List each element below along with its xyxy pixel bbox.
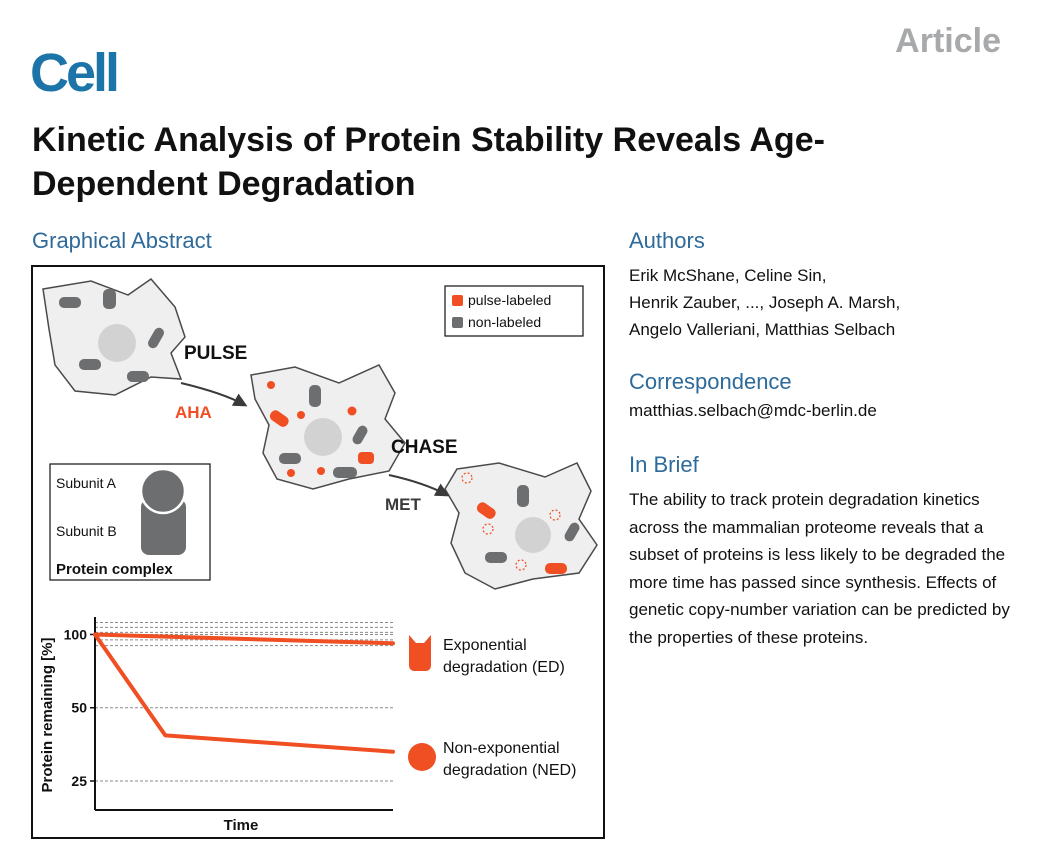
pulse-labeled-protein-icon xyxy=(476,502,496,519)
degraded-protein-icon xyxy=(515,559,527,571)
pulse-labeled-protein-icon xyxy=(358,452,374,464)
pulse-labeled-protein-icon xyxy=(317,467,325,475)
degraded-protein-icon xyxy=(549,509,561,521)
pulse-labeled-protein-icon xyxy=(269,410,289,427)
ned-curve xyxy=(93,632,395,754)
protein-complex-key: Subunit A Subunit B Protein complex xyxy=(49,463,211,581)
degradation-chart: 100 50 25 Protein remaining [%] Time Expon… xyxy=(39,617,576,834)
protein-complex-icon xyxy=(485,552,507,563)
protein-complex-icon xyxy=(517,485,529,507)
protein-complex-icon xyxy=(79,359,101,370)
chart-y-axis-label: Protein remaining [%] xyxy=(39,637,56,792)
protein-complex-icon xyxy=(279,453,301,464)
ned-legend-line2: degradation (NED) xyxy=(443,762,576,779)
cell-logo: Cell xyxy=(30,43,120,103)
met-label: MET xyxy=(385,495,422,514)
protein-complex-icon xyxy=(564,522,580,542)
ned-legend-line1: Non-exponential xyxy=(443,740,560,757)
correspondence-email[interactable]: matthias.selbach@mdc-berlin.de xyxy=(629,401,877,420)
pulse-labeled-protein-icon xyxy=(545,563,567,574)
graphical-abstract-panel: PULSE AHA CHASE MET pulse-labeled non-la… xyxy=(31,265,605,839)
ned-legend-icon xyxy=(408,743,436,771)
authors-list: Erik McShane, Celine Sin, Henrik Zauber,… xyxy=(629,262,900,343)
pulse-arrow xyxy=(180,382,248,407)
chart-y-tick-label: 25 xyxy=(71,773,87,789)
chart-y-tick-label: 100 xyxy=(64,626,88,642)
pulse-labeled-protein-icon xyxy=(267,381,275,389)
protein-complex-icon xyxy=(148,327,164,349)
subunit-b-shape xyxy=(141,499,186,555)
correspondence-heading: Correspondence xyxy=(629,369,792,394)
ed-curve xyxy=(93,632,395,646)
graphical-abstract-heading: Graphical Abstract xyxy=(32,228,212,253)
chart-x-axis-label: Time xyxy=(224,817,259,834)
authors-line: Angelo Valleriani, Matthias Selbach xyxy=(629,320,896,339)
graphical-abstract-figure: PULSE AHA CHASE MET pulse-labeled non-la… xyxy=(39,277,598,834)
protein-complex-icon xyxy=(333,467,357,478)
subunit-a-shape xyxy=(139,467,187,515)
ed-legend-icon xyxy=(409,635,431,671)
chart-y-tick-label: 50 xyxy=(71,700,87,716)
subunit-b-label: Subunit B xyxy=(56,523,117,539)
pulse-labeled-protein-icon xyxy=(297,411,305,419)
protein-complex-icon xyxy=(59,297,81,308)
in-brief-text: The ability to track protein degradation… xyxy=(629,490,1010,647)
protein-complex-icon xyxy=(352,425,368,445)
authors-heading: Authors xyxy=(629,228,705,253)
pulse-label: PULSE xyxy=(184,343,247,364)
cell-1-nucleus xyxy=(98,324,136,362)
protein-complex-label: Protein complex xyxy=(56,561,173,578)
aha-label: AHA xyxy=(175,403,212,422)
article-title: Kinetic Analysis of Protein Stability Re… xyxy=(32,121,825,203)
in-brief-heading: In Brief xyxy=(629,452,699,477)
chase-label: CHASE xyxy=(391,437,458,458)
pulse-legend: pulse-labeled non-labeled xyxy=(444,285,584,337)
protein-complex-icon xyxy=(309,385,321,407)
pulse-labeled-protein-icon xyxy=(347,406,357,416)
cell-after-pulse xyxy=(250,364,406,490)
cell-3-nucleus xyxy=(515,517,551,553)
cell-2-nucleus xyxy=(304,418,342,456)
cell-after-chase xyxy=(444,462,598,590)
cell-before-pulse xyxy=(42,277,186,396)
legend-box xyxy=(444,285,584,337)
non-labeled-legend-swatch xyxy=(452,317,463,328)
ed-legend-line2: degradation (ED) xyxy=(443,659,565,676)
article-type-label: Article xyxy=(895,22,1001,60)
ed-legend-line1: Exponential xyxy=(443,637,527,654)
subunit-a-label: Subunit A xyxy=(56,475,117,491)
pulse-labeled-protein-icon xyxy=(287,469,295,477)
authors-line: Erik McShane, Celine Sin, xyxy=(629,266,827,285)
protein-complex-icon xyxy=(127,371,149,382)
degraded-protein-icon xyxy=(482,523,494,535)
authors-line: Henrik Zauber, ..., Joseph A. Marsh, xyxy=(629,293,901,312)
non-labeled-legend-text: non-labeled xyxy=(468,314,541,330)
protein-complex-icon xyxy=(103,289,116,309)
pulse-labeled-legend-text: pulse-labeled xyxy=(468,292,551,308)
chase-arrow xyxy=(388,474,450,497)
degraded-protein-icon xyxy=(461,472,473,484)
pulse-labeled-legend-swatch xyxy=(452,295,463,306)
